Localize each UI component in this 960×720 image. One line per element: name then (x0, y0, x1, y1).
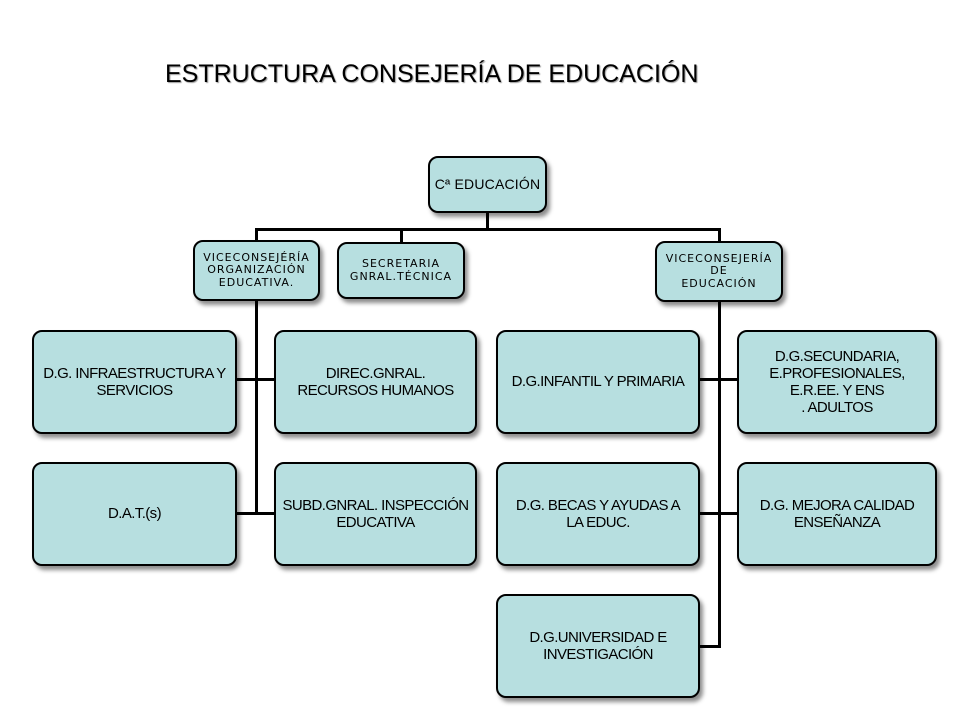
connector-vice-educacion-in (718, 228, 721, 244)
node-dg-infraestructura: D.G. INFRAESTRUCTURA Y SERVICIOS (32, 330, 237, 434)
node-dg-mejora-calidad: D.G. MEJORA CALIDAD ENSEÑANZA (737, 462, 937, 566)
page-title: ESTRUCTURA CONSEJERÍA DE EDUCACIÓN (165, 60, 699, 88)
node-viceconsejeria-educacion: VICECONSEJERÍA DE EDUCACIÓN (655, 241, 783, 302)
node-dg-secundaria: D.G.SECUNDARIA, E.PROFESIONALES, E.R.EE.… (737, 330, 937, 434)
connector-row2-right (698, 512, 740, 515)
node-dg-infantil-primaria: D.G.INFANTIL Y PRIMARIA (496, 330, 700, 434)
node-subd-inspeccion: SUBD.GNRAL. INSPECCIÓN EDUCATIVA (274, 462, 477, 566)
connector-secretaria-in (400, 228, 403, 244)
node-dg-universidad-investigacion: D.G.UNIVERSIDAD E INVESTIGACIÓN (496, 594, 700, 698)
connector-row2-left (236, 512, 276, 515)
connector-vice-organizacion-in (255, 228, 258, 244)
node-dat: D.A.T.(s) (32, 462, 237, 566)
connector-row3-right (698, 645, 721, 648)
connector-level1-horizontal (255, 228, 721, 231)
node-dg-becas-ayudas: D.G. BECAS Y AYUDAS A LA EDUC. (496, 462, 700, 566)
connector-right-spine (718, 300, 721, 648)
node-viceconsejeria-organizacion: VICECONSEJÉRÍA ORGANIZACIÓN EDUCATIVA. (193, 240, 320, 301)
node-direccion-recursos-humanos: DIREC.GNRAL. RECURSOS HUMANOS (274, 330, 477, 434)
connector-left-spine (255, 300, 258, 515)
connector-row1-left (236, 378, 276, 381)
connector-row1-right (698, 378, 740, 381)
connector-consejeria-down (486, 212, 489, 230)
node-consejeria-educacion: Cª EDUCACIÓN (428, 156, 547, 213)
node-secretaria-general-tecnica: SECRETARIA GNRAL.TÉCNICA (337, 242, 465, 299)
